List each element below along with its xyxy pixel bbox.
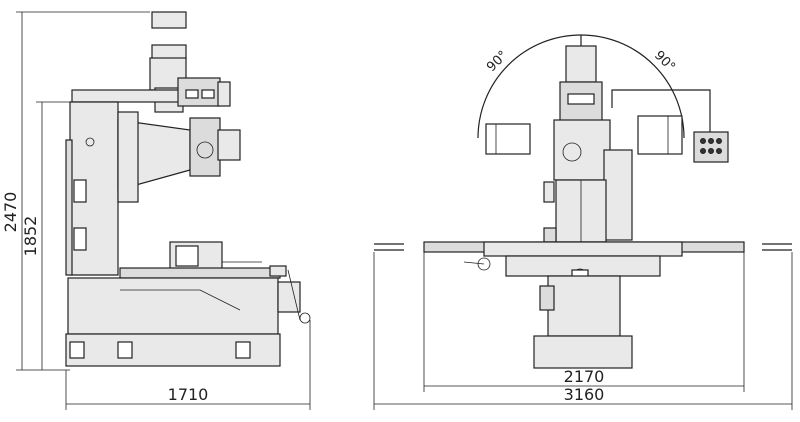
head-side-plate	[217, 81, 231, 107]
control-panel	[693, 131, 729, 163]
head-tilt-right	[637, 115, 683, 155]
front-knee	[547, 275, 621, 337]
front-dimensions: 2170 3160	[373, 252, 793, 410]
front-lever	[543, 181, 555, 203]
front-column-right	[603, 149, 633, 241]
column-bolt	[85, 137, 95, 147]
front-base	[533, 335, 633, 369]
knee	[67, 277, 279, 335]
angle-left: 90°	[484, 48, 511, 75]
front-lever-b	[543, 227, 557, 243]
table-handwheel-left	[477, 257, 491, 271]
column-port-b	[73, 227, 87, 251]
front-quill-housing	[553, 119, 611, 181]
front-head	[559, 81, 603, 123]
front-motor	[565, 45, 597, 83]
knee-crank	[287, 269, 301, 321]
knee-crank-housing	[277, 281, 301, 313]
control-arm	[611, 89, 711, 132]
saddle-window	[175, 245, 199, 267]
dim-overall-width: 3160	[564, 385, 605, 404]
side-dimensions: 2470 1852 1710	[1, 11, 311, 410]
dim-side-width: 1710	[168, 385, 209, 404]
knee-handle	[539, 285, 555, 311]
base-foot-c	[235, 341, 251, 359]
base-foot-b	[117, 341, 133, 359]
head-tilt-left	[485, 123, 531, 155]
ram-top	[151, 11, 187, 29]
dim-column-height: 1852	[21, 216, 40, 257]
dim-table-travel: 2170	[564, 367, 605, 386]
column-rail	[65, 139, 73, 276]
head-cap	[151, 44, 187, 60]
head-window-b	[201, 89, 215, 99]
front-table-top	[483, 241, 683, 257]
spindle-head	[189, 117, 221, 177]
feed-box	[217, 129, 241, 161]
arm-collar	[117, 111, 139, 203]
front-view: 90° 90°	[374, 34, 792, 369]
motor-housing	[149, 57, 187, 91]
base-foot-a	[69, 341, 85, 359]
head-window-a	[185, 89, 199, 99]
column-port-a	[73, 179, 87, 203]
table	[119, 267, 281, 279]
overarm	[71, 89, 193, 103]
side-view	[65, 11, 311, 367]
knee-detail	[120, 289, 241, 311]
angle-right: 90°	[651, 48, 678, 75]
front-handwheel	[562, 142, 582, 162]
table-handle	[269, 265, 287, 277]
dim-total-height: 2470	[1, 192, 20, 233]
front-head-window	[567, 93, 595, 105]
knee-crank-knob	[299, 312, 311, 324]
spindle-wheel	[196, 141, 214, 159]
